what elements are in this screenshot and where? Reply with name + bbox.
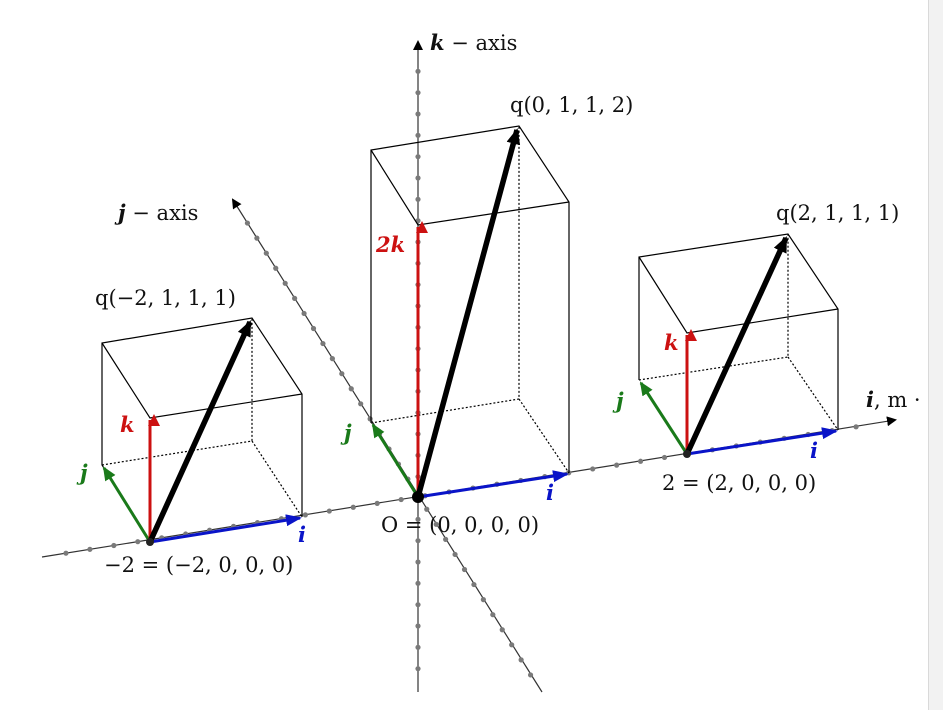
right-point	[683, 450, 691, 458]
j-axis-label: j − axis	[114, 200, 198, 225]
points	[146, 450, 691, 546]
k-axis-tick	[415, 559, 421, 565]
right-k-label: k	[664, 330, 679, 355]
j-axis-tick	[292, 295, 298, 301]
k-axis-tick	[415, 196, 421, 202]
j-axis-tick	[527, 672, 534, 678]
j-axis-tick	[509, 642, 515, 648]
left-q-label: q(−2, 1, 1, 1)	[95, 286, 236, 310]
right-q-label: q(2, 1, 1, 1)	[776, 201, 899, 225]
right-i-vector	[686, 427, 838, 456]
k-axis-tick	[415, 132, 421, 138]
k-axis-label: k − axis	[430, 30, 517, 55]
j-axis-tick	[358, 401, 364, 407]
i-axis-tick	[87, 546, 93, 552]
k-axis-tick	[415, 516, 421, 522]
j-axis-tick	[490, 612, 496, 618]
center-j-vector	[371, 423, 420, 498]
j-axis-tick	[263, 250, 269, 256]
j-axis-tick	[471, 581, 477, 588]
j-axis-tick	[310, 325, 317, 332]
j-axis-tick	[518, 657, 524, 663]
k-axis-tick	[415, 90, 421, 96]
j-axis-tick	[367, 416, 373, 422]
j-axis-tick	[320, 340, 326, 347]
k-axis-tick	[415, 623, 421, 629]
j-axis-tick	[244, 220, 251, 226]
k-axis-tick	[415, 666, 421, 672]
i-axis-tick	[398, 496, 404, 503]
k-axis-tick	[415, 68, 421, 74]
j-axis-tick	[443, 536, 449, 542]
origin-point	[412, 491, 424, 503]
k-axis-tick	[415, 644, 421, 650]
center-q-vector	[415, 128, 521, 498]
labels: k − axis j − axis i, m · q(−2, 1, 1, 1) …	[76, 30, 921, 577]
j-axis-tick	[301, 310, 307, 317]
j-axis-tick	[254, 235, 260, 241]
j-axis-tick	[273, 265, 279, 271]
i-axis-tick	[326, 508, 332, 514]
origin-label: O = (0, 0, 0, 0)	[381, 513, 539, 537]
center-2k-label: 2k	[375, 232, 405, 257]
k-axis-tick	[415, 580, 421, 586]
right-i-label: i	[810, 438, 818, 463]
k-axis-tick	[415, 154, 421, 160]
k-axis-tick	[415, 111, 421, 117]
j-axis-tick	[499, 627, 505, 633]
k-axis-tick	[415, 175, 421, 181]
right-q-vector	[684, 236, 789, 456]
j-axis-tick	[348, 386, 354, 392]
left-i-vector	[149, 514, 302, 544]
j-axis-tick	[461, 566, 468, 573]
vectors	[102, 128, 838, 544]
center-q-label: q(0, 1, 1, 2)	[510, 93, 633, 117]
k-axis-tick	[415, 538, 421, 544]
i-axis-tick	[135, 539, 141, 545]
left-point	[146, 538, 154, 546]
i-axis-tick	[853, 424, 859, 430]
tick-marks	[63, 68, 859, 678]
i-axis-tick	[661, 454, 668, 461]
k-axis-tick	[415, 602, 421, 608]
axes	[41, 40, 897, 693]
j-axis-tick	[282, 280, 288, 286]
j-axis-tick	[480, 597, 486, 603]
left-j-vector	[102, 466, 152, 543]
j-axis-tick	[339, 371, 345, 377]
i-axis-tick	[590, 466, 596, 472]
center-i-label: i	[546, 480, 554, 505]
right-point-label: 2 = (2, 0, 0, 0)	[662, 471, 816, 495]
right-j-vector	[639, 381, 689, 455]
j-axis-tick	[433, 521, 439, 527]
i-axis-tick	[302, 512, 308, 518]
right-j-label: j	[612, 388, 624, 413]
center-i-vector	[417, 470, 569, 499]
i-axis-tick	[637, 458, 644, 464]
i-axis-tick	[111, 542, 117, 549]
boxes	[101, 125, 839, 543]
center-j-label: j	[340, 420, 352, 445]
i-axis-tick	[63, 550, 69, 556]
left-j-label: j	[76, 460, 88, 485]
left-point-label: −2 = (−2, 0, 0, 0)	[104, 553, 293, 577]
j-axis-tick	[452, 551, 458, 558]
left-k-label: k	[120, 412, 135, 437]
window-edge	[928, 0, 943, 710]
left-q-vector	[147, 320, 253, 544]
j-axis-tick	[329, 356, 335, 362]
j-axis-tick	[424, 506, 430, 512]
i-axis-tick	[614, 462, 620, 468]
i-axis-tick	[350, 504, 356, 510]
left-i-label: i	[298, 522, 306, 547]
i-axis-label: i, m ·	[866, 387, 921, 412]
i-axis-tick	[374, 500, 380, 506]
